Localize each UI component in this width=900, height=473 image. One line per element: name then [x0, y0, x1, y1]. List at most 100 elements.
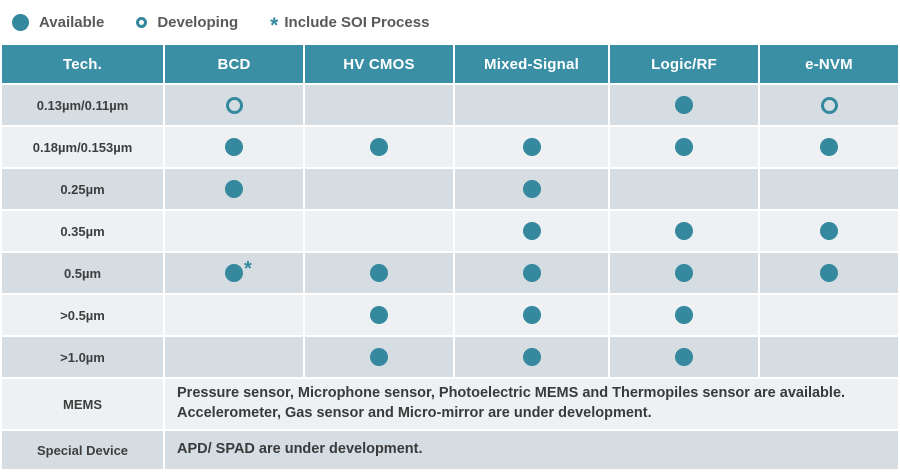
mems-description: Pressure sensor, Microphone sensor, Phot…	[165, 379, 898, 429]
availability-mark	[522, 348, 541, 366]
cell-e-nvm	[760, 169, 898, 209]
cell-logic-rf	[610, 253, 758, 293]
row-label: >1.0µm	[2, 337, 163, 377]
row-label: MEMS	[2, 379, 163, 429]
row-label: Special Device	[2, 431, 163, 469]
cell-mixed-signal	[455, 211, 608, 251]
table-row: 0.13µm/0.11µm	[2, 85, 898, 125]
tech-process-table: Tech. BCD HV CMOS Mixed-Signal Logic/RF …	[2, 45, 898, 469]
cell-bcd	[165, 337, 303, 377]
cell-mixed-signal	[455, 127, 608, 167]
cell-bcd	[165, 85, 303, 125]
cell-hv-cmos	[305, 127, 453, 167]
legend-available-label: Available	[39, 14, 105, 31]
availability-mark	[675, 96, 693, 114]
legend-item-soi: * Include SOI Process	[270, 13, 430, 37]
availability-mark	[675, 264, 693, 282]
cell-mixed-signal	[455, 253, 608, 293]
column-header-e-nvm: e-NVM	[760, 45, 898, 83]
table-row: 0.25µm	[2, 169, 898, 209]
cell-logic-rf	[610, 337, 758, 377]
availability-mark	[522, 222, 541, 240]
cell-e-nvm	[760, 337, 898, 377]
cell-hv-cmos	[305, 85, 453, 125]
filled-dot-icon	[12, 14, 29, 31]
mems-row: MEMS Pressure sensor, Microphone sensor,…	[2, 379, 898, 429]
special-device-description: APD/ SPAD are under development.	[165, 431, 898, 469]
cell-logic-rf	[610, 169, 758, 209]
availability-mark	[370, 306, 388, 324]
column-header-tech: Tech.	[2, 45, 163, 83]
availability-mark	[675, 348, 693, 366]
special-device-row: Special Device APD/ SPAD are under devel…	[2, 431, 898, 469]
column-header-mixed-signal: Mixed-Signal	[455, 45, 608, 83]
row-label: 0.13µm/0.11µm	[2, 85, 163, 125]
table-row: >0.5µm	[2, 295, 898, 335]
cell-bcd	[165, 169, 303, 209]
table-row: 0.5µm	[2, 253, 898, 293]
legend-item-developing: Developing	[136, 14, 238, 31]
cell-hv-cmos	[305, 169, 453, 209]
row-label: >0.5µm	[2, 295, 163, 335]
open-dot-icon	[136, 17, 148, 28]
availability-mark	[820, 96, 838, 114]
availability-mark	[675, 306, 693, 324]
availability-mark	[522, 306, 541, 324]
cell-bcd	[165, 211, 303, 251]
column-header-hv-cmos: HV CMOS	[305, 45, 453, 83]
availability-mark	[522, 264, 541, 282]
legend-soi-label: Include SOI Process	[284, 14, 430, 31]
cell-logic-rf	[610, 295, 758, 335]
mems-description-line-2: Accelerometer, Gas sensor and Micro-mirr…	[177, 405, 652, 421]
availability-mark	[225, 180, 243, 198]
cell-hv-cmos	[305, 211, 453, 251]
availability-mark-soi	[225, 258, 252, 282]
availability-mark	[522, 180, 541, 198]
column-header-bcd: BCD	[165, 45, 303, 83]
row-label: 0.25µm	[2, 169, 163, 209]
row-label: 0.5µm	[2, 253, 163, 293]
cell-mixed-signal	[455, 85, 608, 125]
table-row: 0.35µm	[2, 211, 898, 251]
availability-mark	[522, 138, 541, 156]
table-row: 0.18µm/0.153µm	[2, 127, 898, 167]
cell-bcd	[165, 253, 303, 293]
legend-developing-label: Developing	[157, 14, 239, 31]
availability-mark	[820, 264, 838, 282]
availability-mark	[820, 222, 838, 240]
availability-mark	[820, 138, 838, 156]
cell-mixed-signal	[455, 337, 608, 377]
cell-e-nvm	[760, 127, 898, 167]
cell-mixed-signal	[455, 295, 608, 335]
cell-e-nvm	[760, 85, 898, 125]
legend-bar: Available Developing * Include SOI Proce…	[0, 0, 900, 45]
availability-mark	[370, 264, 388, 282]
cell-e-nvm	[760, 211, 898, 251]
cell-logic-rf	[610, 127, 758, 167]
cell-mixed-signal	[455, 169, 608, 209]
availability-mark	[675, 138, 693, 156]
cell-hv-cmos	[305, 295, 453, 335]
column-header-logic-rf: Logic/RF	[610, 45, 758, 83]
asterisk-icon: *	[270, 13, 279, 37]
cell-e-nvm	[760, 253, 898, 293]
availability-mark	[370, 348, 388, 366]
cell-bcd	[165, 295, 303, 335]
legend-item-available: Available	[12, 14, 104, 31]
cell-e-nvm	[760, 295, 898, 335]
availability-mark	[225, 138, 243, 156]
availability-mark	[370, 138, 388, 156]
availability-mark	[225, 96, 243, 114]
table-header-row: Tech. BCD HV CMOS Mixed-Signal Logic/RF …	[2, 45, 898, 83]
cell-logic-rf	[610, 211, 758, 251]
row-label: 0.35µm	[2, 211, 163, 251]
cell-bcd	[165, 127, 303, 167]
cell-logic-rf	[610, 85, 758, 125]
table-row: >1.0µm	[2, 337, 898, 377]
availability-mark	[675, 222, 693, 240]
mems-description-line-1: Pressure sensor, Microphone sensor, Phot…	[177, 385, 846, 402]
special-device-description-line-1: APD/ SPAD are under development.	[177, 441, 423, 458]
cell-hv-cmos	[305, 253, 453, 293]
row-label: 0.18µm/0.153µm	[2, 127, 163, 167]
cell-hv-cmos	[305, 337, 453, 377]
